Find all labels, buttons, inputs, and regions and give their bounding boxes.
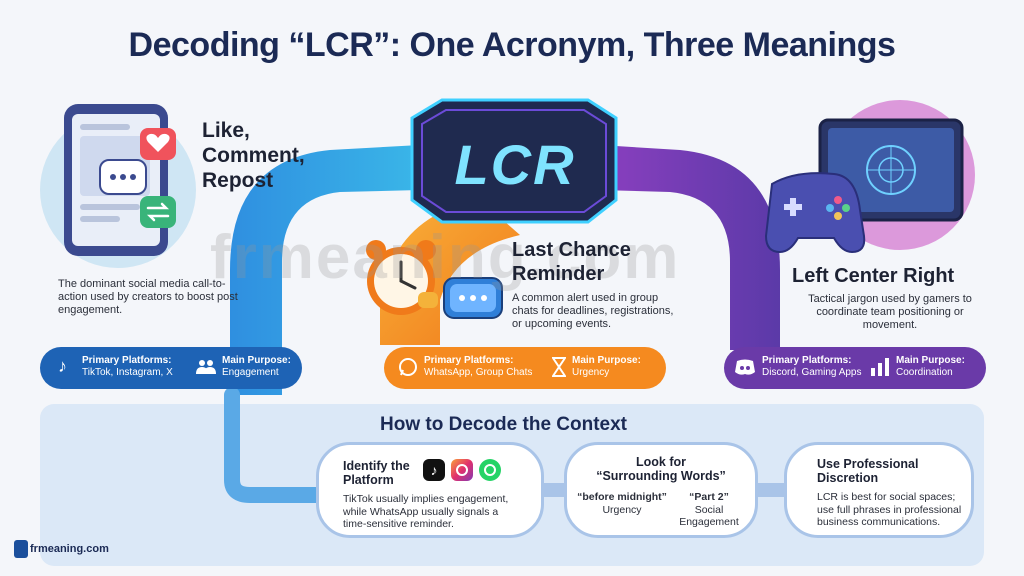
purple-ribbon (600, 145, 780, 350)
meaning-1-description-line: The dominant social media call-to- (58, 278, 226, 290)
context-step-1-heading-line: Identify the (343, 459, 410, 473)
bar-purple (724, 347, 986, 389)
context-step-1-heading: Identify the Platform (343, 459, 410, 487)
context-step-3-body-line: LCR is best for social spaces; (817, 491, 956, 503)
heart-bubble-icon (140, 128, 176, 160)
gamepad-icon (764, 172, 866, 254)
meaning-1-description: The dominant social media call-to- actio… (58, 278, 278, 317)
context-step-3-heading: Use Professional Discretion (817, 457, 918, 485)
meaning-3-heading: Left Center Right (792, 264, 954, 288)
pill-connector-2 (753, 483, 787, 497)
page-title: Decoding “LCR”: One Acronym, Three Meani… (128, 26, 896, 64)
meaning-3-platforms-label: Primary Platforms: (762, 355, 852, 366)
people-icon (196, 358, 216, 376)
context-step-3-body-line: use full phrases in professional (817, 503, 962, 516)
meaning-1-heading-line: Like, (202, 119, 250, 142)
meaning-2-description-line: chats for deadlines, registrations, (512, 305, 674, 317)
context-example-1-phrase: “before midnight” (577, 491, 667, 503)
context-step-1-body: TikTok usually implies engagement, while… (343, 493, 543, 531)
whatsapp-icon (398, 357, 418, 377)
context-example-2-meaning-line: Engagement (679, 516, 739, 528)
bar-chart-icon (870, 358, 890, 376)
context-title: How to Decode the Context (380, 414, 628, 435)
hourglass-icon (551, 357, 567, 377)
context-example-1: “before midnight” Urgency (577, 491, 667, 516)
bar-blue (40, 347, 302, 389)
context-step-2-heading-line: “Surrounding Words” (596, 469, 726, 483)
context-step-1-body-line: TikTok usually implies engagement, (343, 493, 509, 505)
meaning-1-platforms-label: Primary Platforms: (82, 355, 172, 366)
context-step-3-heading-line: Use Professional (817, 457, 919, 471)
meaning-2-purpose-value: Urgency (572, 367, 610, 378)
pill-connector-1 (540, 483, 570, 497)
meaning-2-purpose-label: Main Purpose: (572, 355, 641, 366)
context-step-2-heading-line: Look for (636, 455, 686, 469)
meaning-1-description-line: action used by creators to boost post (58, 291, 238, 303)
context-example-2-meaning-line: Social (694, 503, 724, 516)
meaning-1-purpose-value: Engagement (222, 367, 279, 378)
meaning-2-description-line: or upcoming events. (512, 318, 612, 330)
site-logo-text[interactable]: frmeaning.com (30, 543, 109, 555)
lcr-logo-text: LCR (454, 133, 576, 196)
context-step-1-body-line: while WhatsApp usually signals a (343, 505, 499, 518)
context-example-2-phrase: “Part 2” (689, 491, 729, 503)
meaning-2-heading-line: Reminder (512, 263, 605, 285)
meaning-3-description-line: coordinate team positioning or (816, 306, 964, 318)
context-step-3-body: LCR is best for social spaces; use full … (817, 491, 973, 529)
chat-bubble-icon (99, 159, 147, 195)
meaning-1-heading: Like, Comment, Repost (202, 118, 305, 193)
context-example-2: “Part 2” Social Engagement (669, 491, 749, 529)
meaning-3-purpose-label: Main Purpose: (896, 355, 965, 366)
message-bubble-icon (443, 277, 503, 319)
meaning-2-purpose: Main Purpose: Urgency (572, 355, 641, 379)
watermark: frmeaning.com (210, 223, 681, 292)
meaning-3-heading-line: Left Center Right (792, 265, 955, 287)
meaning-1-heading-line: Comment, (202, 144, 305, 167)
meaning-2-description-line: A common alert used in group (512, 292, 659, 304)
repost-bubble-icon (140, 196, 176, 228)
context-step-3-heading-line: Discretion (817, 471, 879, 485)
context-step-2: Look for “Surrounding Words” “before mid… (564, 442, 758, 538)
context-step-3-body-line: business communications. (817, 516, 941, 528)
context-example-1-meaning: Urgency (602, 503, 642, 516)
meaning-1-description-line: engagement. (58, 304, 123, 316)
instagram-app-icon (451, 459, 473, 481)
meaning-1-platforms-value: TikTok, Instagram, X (82, 367, 173, 378)
meaning-2-platforms-value: WhatsApp, Group Chats (424, 367, 533, 378)
blue-connector (224, 387, 338, 503)
site-logo-icon (14, 540, 28, 558)
meaning-2-platforms: Primary Platforms: WhatsApp, Group Chats (424, 355, 532, 379)
tiktok-icon: ♪ (58, 356, 67, 376)
meaning-3-platforms: Primary Platforms: Discord, Gaming Apps (762, 355, 862, 379)
meaning-1-purpose-label: Main Purpose: (222, 355, 291, 366)
meaning-3-purpose: Main Purpose: Coordination (896, 355, 965, 379)
bar-orange (384, 347, 666, 389)
meaning-2-heading-line: Last Chance (512, 239, 631, 261)
tiktok-app-icon: ♪ (423, 459, 445, 481)
lcr-logo-graphic (410, 98, 618, 224)
meaning-1-heading-line: Repost (202, 169, 274, 192)
discord-icon (734, 358, 756, 376)
context-step-2-heading: Look for “Surrounding Words” (567, 455, 755, 483)
meaning-3-platforms-value: Discord, Gaming Apps (762, 367, 862, 378)
meaning-1-platforms: Primary Platforms: TikTok, Instagram, X (82, 355, 173, 379)
blue-ribbon (230, 145, 420, 395)
context-step-3: Use Professional Discretion LCR is best … (784, 442, 974, 538)
meaning-3-description-line: Tactical jargon used by gamers to (808, 293, 972, 305)
context-step-1-heading-line: Platform (343, 473, 394, 487)
meaning-2-description: A common alert used in group chats for d… (512, 292, 692, 331)
meaning-3-description: Tactical jargon used by gamers to coordi… (800, 293, 980, 332)
meaning-3-description-line: movement. (862, 319, 918, 331)
meaning-1-purpose: Main Purpose: Engagement (222, 355, 291, 379)
context-step-1: Identify the Platform ♪ TikTok usually i… (316, 442, 544, 538)
meaning-3-purpose-value: Coordination (896, 367, 953, 378)
alarm-clock-icon (366, 240, 438, 315)
meaning-2-platforms-label: Primary Platforms: (424, 355, 514, 366)
meaning-2-heading: Last Chance Reminder (512, 238, 631, 286)
whatsapp-app-icon (479, 459, 501, 481)
context-step-1-body-line: time-sensitive reminder. (343, 518, 454, 530)
